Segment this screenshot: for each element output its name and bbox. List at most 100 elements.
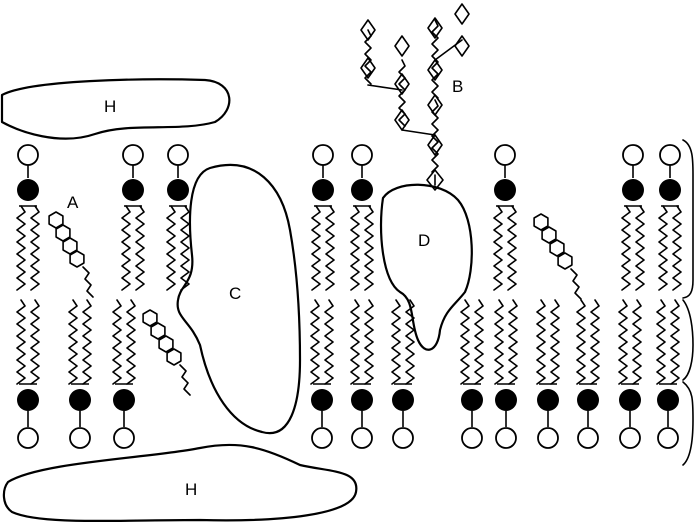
fatty-acid-tail — [494, 299, 504, 385]
sugar-unit — [427, 94, 443, 116]
fatty-acid-tail — [536, 299, 546, 385]
sugar-unit — [454, 3, 470, 25]
phospholipid-bottom — [350, 299, 374, 449]
polar-head-open — [622, 144, 644, 166]
integral-protein-c — [176, 163, 302, 435]
fatty-acid-tail — [82, 299, 92, 385]
fatty-acid-tail — [364, 205, 374, 291]
phosphate-head-filled — [312, 179, 334, 201]
polar-head-open — [494, 144, 516, 166]
phosphate-head-filled — [17, 389, 39, 411]
label-h-bottom: H — [185, 480, 197, 499]
fatty-acid-tail — [507, 205, 517, 291]
sugar-unit — [360, 19, 376, 41]
phosphate-head-filled — [122, 179, 144, 201]
fatty-acid-tail — [311, 205, 321, 291]
sterol-tail — [82, 266, 94, 298]
phosphate-head-filled — [351, 389, 373, 411]
cholesterol — [48, 211, 94, 298]
fatty-acid-tail — [364, 299, 374, 385]
phosphate-head-filled — [167, 179, 189, 201]
phosphate-head-filled — [537, 389, 559, 411]
polar-head-open — [392, 427, 414, 449]
fatty-acid-tail — [460, 299, 470, 385]
fatty-acid-tail — [325, 205, 335, 291]
phosphate-head-filled — [494, 179, 516, 201]
sterol-ring — [533, 213, 549, 231]
phospholipid-bottom — [460, 299, 484, 449]
polar-head-open — [351, 144, 373, 166]
sugar-unit — [394, 35, 410, 57]
sterol-ring — [557, 252, 573, 270]
phospholipid-top — [621, 144, 645, 291]
sterol-ring — [48, 211, 64, 229]
fatty-acid-tail — [126, 299, 136, 385]
phospholipid-bottom — [494, 299, 518, 449]
fatty-acid-tail — [590, 299, 600, 385]
label-b: B — [452, 77, 463, 96]
fatty-acid-tail — [635, 205, 645, 291]
sterol-ring — [142, 309, 158, 327]
fatty-acid-tail — [576, 299, 586, 385]
phospholipid-top — [16, 144, 40, 291]
fatty-acid-tail — [658, 205, 668, 291]
fatty-acid-tail — [405, 299, 415, 385]
sugar-unit — [360, 57, 376, 79]
fatty-acid-tail — [30, 205, 40, 291]
sterol-tail — [179, 364, 191, 396]
polar-head-open — [461, 427, 483, 449]
fatty-acid-tail — [68, 299, 78, 385]
fatty-acid-tail — [621, 205, 631, 291]
fatty-acid-tail — [493, 205, 503, 291]
sugar-unit — [426, 169, 444, 191]
phosphate-head-filled — [657, 389, 679, 411]
sugar-unit — [394, 109, 410, 131]
polar-head-open — [495, 427, 517, 449]
sterol-ring — [55, 224, 71, 242]
phosphate-head-filled — [113, 389, 135, 411]
phospholipid-bottom — [68, 299, 92, 449]
polar-head-open — [17, 144, 39, 166]
phosphate-head-filled — [622, 179, 644, 201]
fatty-acid-tail — [508, 299, 518, 385]
phospholipid-bottom — [656, 299, 680, 449]
polar-head-open — [537, 427, 559, 449]
polar-head-open — [167, 144, 189, 166]
polar-head-open — [69, 427, 91, 449]
phospholipid-bottom — [391, 299, 415, 449]
fatty-acid-tail — [632, 299, 642, 385]
fatty-acid-tail — [672, 205, 682, 291]
polar-head-open — [577, 427, 599, 449]
glycan-branch — [401, 129, 436, 136]
layer-brace-middle — [682, 299, 694, 381]
sugar-unit — [427, 59, 443, 81]
fatty-acid-tail — [324, 299, 334, 385]
label-d: D — [418, 231, 430, 250]
polar-head-open — [312, 144, 334, 166]
fatty-acid-tail — [30, 299, 40, 385]
fatty-acid-tail — [350, 299, 360, 385]
protein-d — [379, 183, 473, 351]
polar-head-open — [113, 427, 135, 449]
phosphate-head-filled — [351, 179, 373, 201]
polar-head-open — [17, 427, 39, 449]
sterol-ring — [150, 322, 166, 340]
sterol-ring — [62, 237, 78, 255]
sugar-unit — [427, 134, 443, 156]
phospholipid-bottom — [112, 299, 136, 449]
sterol-ring — [166, 348, 182, 366]
cholesterol — [533, 213, 582, 300]
glycan-branch — [367, 84, 403, 91]
phosphate-head-filled — [495, 389, 517, 411]
phospholipid-bottom — [16, 299, 40, 449]
phosphate-head-filled — [17, 179, 39, 201]
phosphate-head-filled — [69, 389, 91, 411]
phospholipid-top — [166, 144, 190, 291]
label-c: C — [229, 284, 241, 303]
phospholipid-top — [350, 144, 374, 291]
sugar-unit — [394, 73, 410, 95]
polar-head-open — [659, 144, 681, 166]
label-h-top: H — [104, 97, 116, 116]
phosphate-head-filled — [392, 389, 414, 411]
